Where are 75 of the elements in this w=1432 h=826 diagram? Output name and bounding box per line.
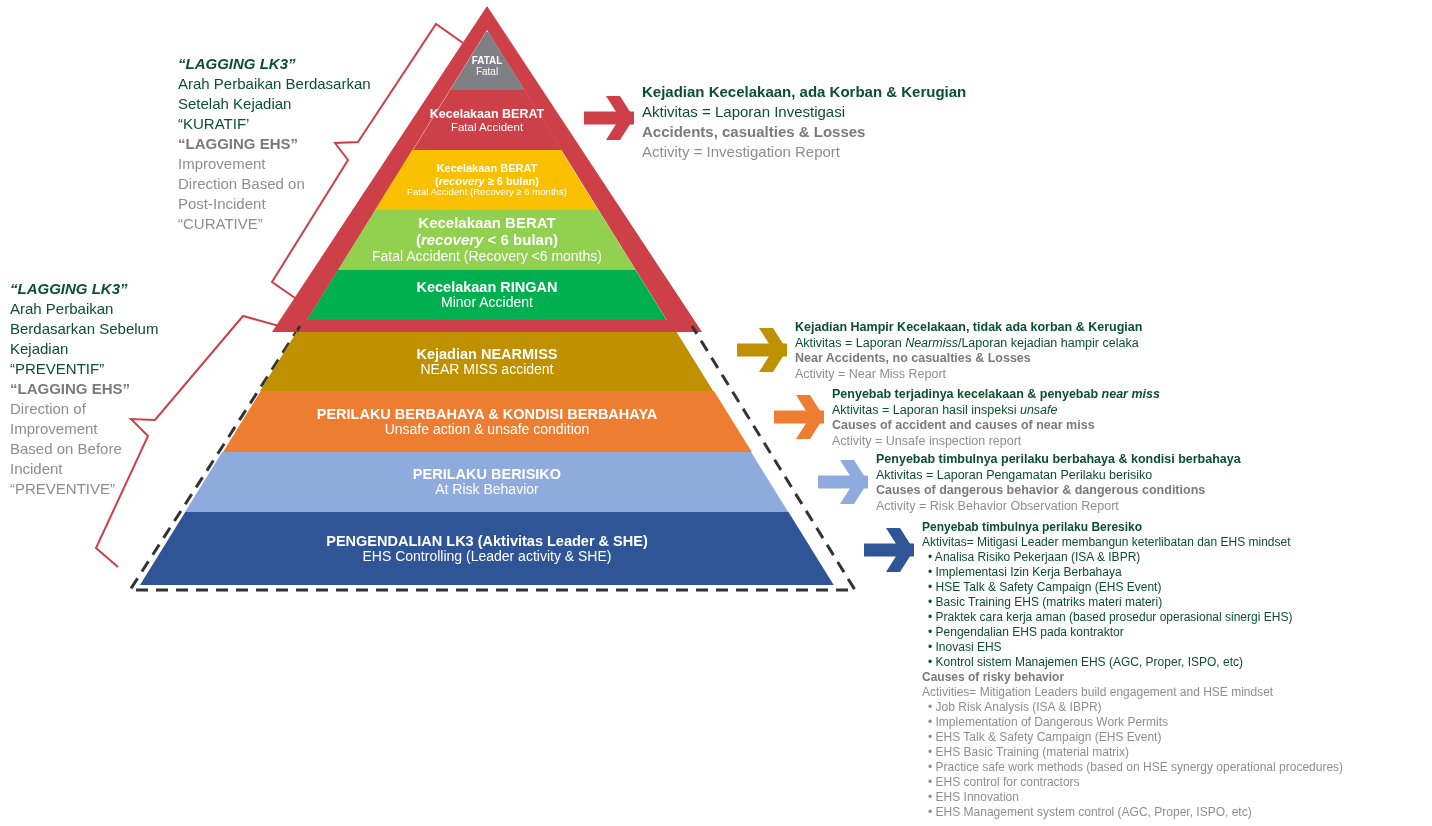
pyramid-level	[307, 270, 667, 320]
level-title: (recovery ≥ 6 bulan)	[435, 174, 539, 187]
bullet-item: • Analisa Risiko Pekerjaan (ISA & IBPR)	[928, 550, 1142, 565]
heading: Kejadian Kecelakaan, ada Korban & Kerugian	[642, 82, 968, 102]
level-subtitle: Fatal	[475, 66, 499, 78]
pyramid-level	[338, 210, 636, 270]
bullet-item: • EHS Management system control (AGC, Proper, ISPO, etc)	[928, 805, 1253, 820]
level-title: Kecelakaan BERAT	[429, 106, 545, 121]
bullet-item: • Implementasi Izin Kerja Berbahaya	[928, 565, 1123, 580]
pyramid-level	[140, 512, 834, 585]
bullet-item: • EHS Innovation	[928, 790, 1020, 805]
level-title: FATAL	[471, 54, 503, 66]
bullet-item: • Practice safe work methods (based on HSE synergy operational procedures)	[928, 760, 1345, 775]
pyramid-level	[412, 90, 562, 150]
activity-text: Activity = Investigation Report	[642, 142, 841, 162]
pyramid-level	[185, 452, 789, 512]
activity-text: Aktivitas= Mitigasi Leader membangun keterlibatan dan EHS mindset	[922, 535, 1292, 550]
level-subtitle: Fatal Accident	[450, 120, 524, 134]
activity-text: Aktivitas = Laporan Pengamatan Perilaku berisiko	[876, 467, 1154, 483]
annotation-text: Arah Perbaikan Berdasarkan Sebelum Kejadian	[10, 299, 160, 359]
level-title: PERILAKU BERISIKO	[412, 466, 562, 483]
activity-text: Activity = Near Miss Report	[795, 366, 948, 382]
bullet-item: • EHS Basic Training (material matrix)	[928, 745, 1130, 760]
level-title: Kecelakaan BERAT	[436, 162, 538, 175]
level-title: Kecelakaan BERAT	[418, 215, 556, 233]
annotation-text: “LAGGING EHS”	[178, 134, 299, 154]
activity-text: Aktivitas = Laporan hasil inspeksi unsafe	[832, 402, 1059, 418]
level-title: PERILAKU BERBAHAYA & KONDISI BERBAHAYA	[316, 405, 658, 422]
level-subtitle: EHS Controlling (Leader activity & SHE)	[362, 548, 612, 565]
level-title: Kecelakaan RINGAN	[416, 279, 558, 296]
bullet-item: • Praktek cara kerja aman (based prosedur operasional sinergi EHS)	[928, 610, 1294, 625]
annotation-text: “LAGGING EHS”	[10, 379, 131, 399]
annotation-text: “PREVENTIVE”	[10, 479, 116, 499]
bullet-item: • Implementation of Dangerous Work Permits	[928, 715, 1170, 730]
bullet-item: • Inovasi EHS	[928, 640, 1003, 655]
heading: Penyebab timbulnya perilaku berbahaya & kondisi berbahaya	[876, 452, 1242, 468]
level-subtitle: Minor Accident	[441, 295, 533, 311]
activity-text: Activity = Unsafe inspection report	[832, 433, 1023, 449]
annotation-text: “CURATIVE”	[178, 214, 264, 234]
heading: Near Accidents, no casualties & Losses	[795, 351, 1032, 367]
heading: Causes of accident and causes of near miss	[832, 418, 1096, 434]
pyramid-level	[222, 391, 752, 452]
level-title: PENGENDALIAN LK3 (Aktivitas Leader & SHE)	[326, 532, 648, 549]
heading: Penyebab timbulnya perilaku Beresiko	[922, 520, 1144, 535]
bullet-item: • Kontrol sistem Manajemen EHS (AGC, Proper, ISPO, etc)	[928, 655, 1244, 670]
annotation-text: Improvement Direction Based on Post-Incident	[178, 154, 306, 214]
bullet-item: • HSE Talk & Safety Campaign (EHS Event)	[928, 580, 1163, 595]
level-subtitle: Fatal Accident (Recovery <6 months)	[372, 248, 602, 265]
level-subtitle: At Risk Behavior	[435, 482, 539, 498]
bullet-item: • Pengendalian EHS pada kontraktor	[928, 625, 1125, 640]
annotation-text: “PREVENTIF”	[10, 359, 106, 379]
level-subtitle: NEAR MISS accident	[420, 361, 554, 378]
annotation-text: “LAGGING LK3”	[10, 279, 129, 299]
heading: Causes of dangerous behavior & dangerous conditions	[876, 483, 1207, 499]
level-subtitle: Unsafe action & unsafe condition	[384, 421, 590, 438]
heading: Causes of risky behavior	[922, 670, 1066, 685]
heading: Kejadian Hampir Kecelakaan, tidak ada korban & Kerugian	[795, 320, 1144, 336]
pyramid-level	[375, 150, 599, 210]
annotation-text: “KURATIF’	[178, 114, 251, 134]
level-subtitle: Fatal Accident (Recovery ≥ 6 months)	[407, 186, 567, 198]
activity-text: Aktivitas = Laporan Nearmiss/Laporan kejadian hampir celaka	[795, 335, 1140, 351]
bullet-item: • EHS control for contractors	[928, 775, 1081, 790]
level-title: Kejadian NEARMISS	[416, 345, 558, 362]
activity-text: Aktivitas = Laporan Investigasi	[642, 102, 847, 122]
activity-text: Activities= Mitigation Leaders build engagement and HSE mindset	[922, 685, 1275, 700]
heading: Penyebab terjadinya kecelakaan & penyebab near miss	[832, 387, 1161, 403]
heading: Accidents, casualties & Losses	[642, 122, 867, 142]
bullet-item: • Basic Training EHS (matriks materi materi)	[928, 595, 1164, 610]
annotation-text: Arah Perbaikan Berdasarkan Setelah Kejadian	[178, 74, 372, 114]
annotation-text: “LAGGING LK3”	[178, 54, 297, 74]
bullet-item: • Job Risk Analysis (ISA & IBPR)	[928, 700, 1103, 715]
bullet-item: • EHS Talk & Safety Campaign (EHS Event)	[928, 730, 1163, 745]
activity-text: Activity = Risk Behavior Observation Report	[876, 498, 1120, 514]
annotation-text: Direction of Improvement Based on Before Incident	[10, 399, 123, 479]
level-title: (recovery < 6 bulan)	[415, 232, 559, 249]
